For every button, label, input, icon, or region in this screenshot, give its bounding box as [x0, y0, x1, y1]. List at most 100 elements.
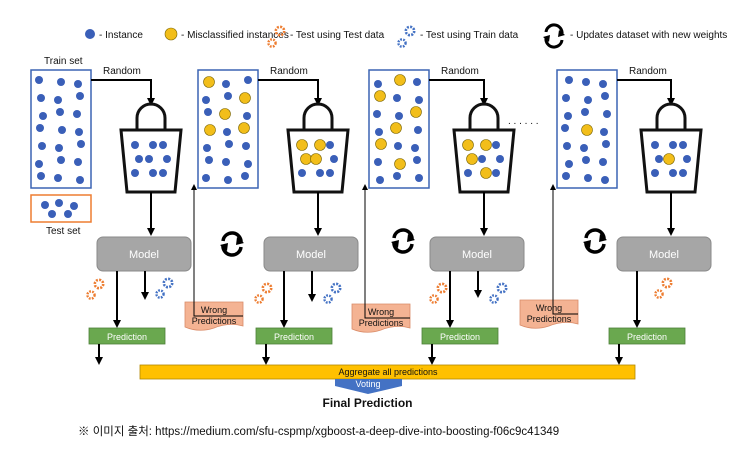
blue-gear-icon — [397, 25, 416, 48]
random-label: Random — [629, 66, 667, 77]
instance-dot — [224, 176, 232, 184]
model-label: Model — [129, 249, 159, 261]
instance-dot — [414, 126, 422, 134]
refresh-cycle-icon — [583, 228, 607, 254]
model-label: Model — [649, 249, 679, 261]
prediction-box — [421, 327, 499, 345]
instance-dot — [223, 128, 231, 136]
instance-dot — [603, 110, 611, 118]
instance-dot — [565, 160, 573, 168]
misclassified-dot — [238, 122, 250, 134]
orange-gear-icon — [267, 25, 286, 48]
instance-dot — [394, 142, 402, 150]
model-box — [616, 236, 712, 272]
shopping-bag-icon — [119, 102, 183, 194]
random-label: Random — [270, 66, 308, 77]
instance-dot — [395, 112, 403, 120]
shopping-bag-icon — [639, 102, 703, 194]
instance-dot — [203, 144, 211, 152]
instance-dot — [601, 92, 609, 100]
wrong-label-line1: Wrong — [536, 303, 562, 313]
instance-dot — [601, 176, 609, 184]
instance-dot — [563, 142, 571, 150]
model-label: Model — [296, 249, 326, 261]
blue-gear-icon — [155, 277, 174, 299]
blue-gear-icon — [489, 282, 508, 304]
instance-dot — [584, 174, 592, 182]
refresh-cycle-icon — [391, 228, 415, 254]
instance-dot — [57, 78, 65, 86]
blue-gear-icon — [323, 282, 342, 304]
instance-dot — [242, 142, 250, 150]
instance-dot — [56, 108, 64, 116]
prediction-box — [608, 327, 686, 345]
instance-dot — [244, 160, 252, 168]
instance-dot — [35, 76, 43, 84]
instance-dot — [562, 94, 570, 102]
final-prediction-title: Final Prediction — [322, 396, 413, 410]
misclassified-dot — [239, 92, 251, 104]
instance-dot — [411, 144, 419, 152]
orange-gear-icon — [429, 282, 448, 304]
instance-dot — [77, 140, 85, 148]
wrong-label-line2: Predictions — [192, 316, 237, 326]
instance-dot — [35, 160, 43, 168]
legend-test-test-label: - Test using Test data — [290, 30, 385, 41]
instance-dot — [73, 110, 81, 118]
instance-dot — [54, 96, 62, 104]
feedback-arrow — [550, 184, 578, 315]
legend-misclassified-label: - Misclassified instances — [181, 30, 289, 41]
instance-dot — [222, 80, 230, 88]
instance-dot — [600, 128, 608, 136]
instance-dot — [584, 96, 592, 104]
model-label: Model — [462, 249, 492, 261]
misclassified-dot — [374, 90, 386, 102]
instance-dot — [38, 142, 46, 150]
test-set-label: Test set — [46, 226, 81, 237]
instance-dot — [76, 176, 84, 184]
refresh-cycle-icon — [220, 231, 244, 257]
shopping-bag-icon — [452, 102, 516, 194]
orange-gear-icon — [654, 277, 673, 299]
instance-dot — [55, 144, 63, 152]
instance-dot — [565, 76, 573, 84]
instance-dot — [202, 174, 210, 182]
refresh-cycle-icon — [543, 23, 565, 49]
instance-dot — [76, 92, 84, 100]
instance-dot — [74, 158, 82, 166]
instance-dot — [582, 156, 590, 164]
misclassified-dot — [394, 74, 406, 86]
random-arrow — [91, 79, 155, 106]
misclassified-dot — [219, 108, 231, 120]
prediction-label: Prediction — [440, 332, 480, 342]
misclassified-dot — [375, 138, 387, 150]
instance-dot — [224, 92, 232, 100]
prediction-box — [88, 327, 166, 345]
instance-dot — [373, 110, 381, 118]
instance-dot — [599, 80, 607, 88]
test-set-box — [30, 194, 92, 223]
prediction-label: Prediction — [627, 332, 667, 342]
instance-dot — [580, 144, 588, 152]
voting-label: Voting — [355, 379, 380, 389]
instance-dot — [204, 108, 212, 116]
wrong-label-line1: Wrong — [368, 307, 394, 317]
orange-gear-icon — [86, 278, 105, 300]
random-label: Random — [441, 66, 479, 77]
instance-dot — [244, 76, 252, 84]
instance-dot — [581, 108, 589, 116]
prediction-label: Prediction — [274, 332, 314, 342]
instance-dot — [561, 124, 569, 132]
random-label: Random — [103, 66, 141, 77]
wrong-label-line2: Predictions — [359, 318, 404, 328]
instance-dot — [243, 112, 251, 120]
instance-dot — [376, 176, 384, 184]
voting-arrow — [335, 379, 402, 394]
source-caption: ※ 이미지 출처: https://medium.com/sfu-cspmp/x… — [78, 426, 560, 438]
instance-dot — [241, 172, 249, 180]
shopping-bag-icon — [286, 102, 350, 194]
